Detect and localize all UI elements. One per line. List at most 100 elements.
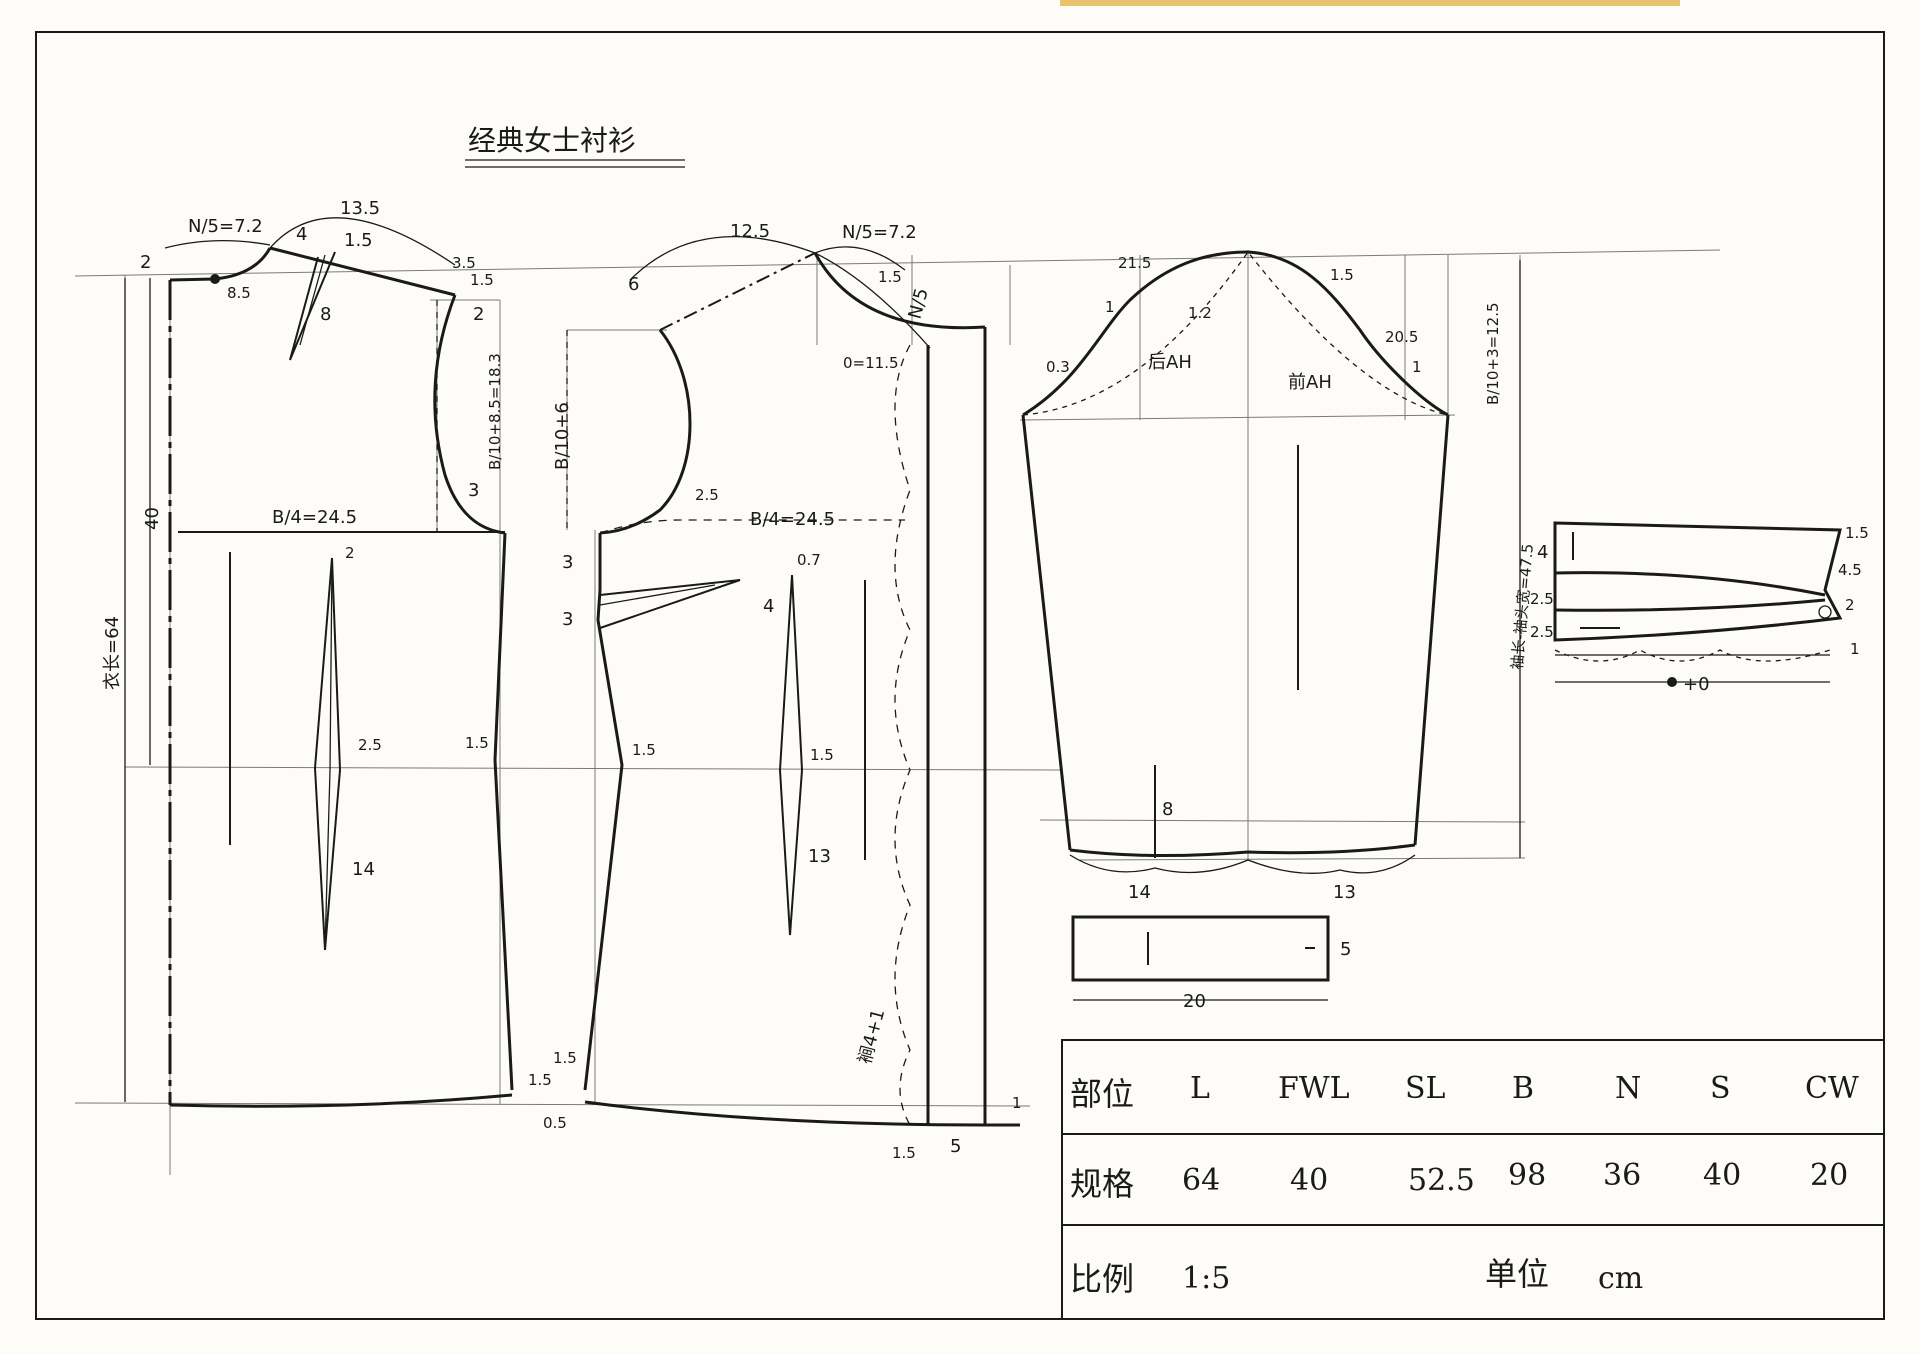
front-placket-label: 裥4+1	[855, 1007, 890, 1067]
sleeve-cap	[1022, 250, 1449, 417]
sleeve-back-seam	[1021, 414, 1072, 851]
tape-strip	[1060, 0, 1680, 6]
back-shoulder-drop-label: 3.5	[452, 254, 476, 272]
front-armhole-depth-label: B/10+6	[552, 402, 573, 470]
front-shoulder-length-label: 12.5	[730, 221, 770, 242]
sleeve-labels: 21.5 1 1.2 后AH 前AH 1.5 20.5 1 0.3 B/10+3…	[1046, 254, 1537, 903]
front-armhole-2-5-label: 2.5	[695, 486, 719, 504]
back-labels: N/5=7.2 2 8.5 13.5 4 1.5 8 3.5 1.5 2 B/1…	[102, 198, 567, 1132]
front-chest-line	[599, 519, 905, 534]
front-neck-curve-label: 0=11.5	[843, 354, 899, 372]
table-header-sl: SL	[1405, 1071, 1446, 1106]
front-shoulder-line	[659, 252, 816, 331]
table-value-n: 36	[1603, 1158, 1641, 1193]
table-row-label-scale: 比例	[1070, 1260, 1134, 1298]
sleeve-point-20-5-label: 20.5	[1385, 328, 1418, 346]
table-scale-value: 1:5	[1182, 1261, 1230, 1296]
cuff-width-top-label: 4	[1537, 542, 1548, 563]
back-neck-width-label: N/5=7.2	[188, 216, 263, 237]
back-neck-depth-label: 2	[140, 252, 151, 273]
front-hem-1-label: 1	[1012, 1094, 1022, 1112]
sleeve-front-ah-label: 前AH	[1288, 372, 1332, 393]
back-chest-width-label: B/4=24.5	[272, 507, 357, 528]
sleeve-slit-length-label: 8	[1162, 799, 1173, 820]
cuff-outline	[1553, 521, 1843, 642]
front-hem	[584, 1100, 1020, 1127]
back-side-waist-label: 1.5	[465, 734, 489, 752]
sleeve-hem-front-label: 13	[1333, 882, 1356, 903]
front-neck-width-label: N/5=7.2	[842, 222, 917, 243]
table-row-label-part: 部位	[1070, 1075, 1134, 1113]
table-header-n: N	[1615, 1071, 1641, 1106]
back-armhole-2-label: 2	[473, 304, 484, 325]
cuff-right-2-label: 2	[1845, 596, 1855, 614]
back-neckline	[169, 247, 272, 282]
back-armhole-depth-label: B/10+8.5=18.3	[486, 353, 504, 470]
spec-table: 部位 规格 比例 L FWL SL B N S CW 64 40 52.5 98…	[1061, 1039, 1885, 1320]
back-side-seam	[493, 532, 514, 1091]
drawing-frame	[35, 31, 1885, 1320]
front-dart-width-label: 1.5	[810, 746, 834, 764]
construction-guides	[74, 249, 1721, 1175]
sleeve-back-ah-length-label: 21.5	[1118, 254, 1151, 272]
back-hem	[169, 1093, 513, 1108]
sleeve-band-rect	[1071, 915, 1330, 982]
back-armhole	[433, 294, 506, 535]
cuff	[1553, 521, 1843, 687]
front-labels: 12.5 N/5=7.2 N/5 0=11.5 6 1.5 B/10+6 2.5…	[552, 221, 1022, 1162]
sleeve-band-length-label: 20	[1183, 991, 1206, 1012]
spec-table-frame	[1061, 1039, 1885, 1320]
table-value-l: 64	[1182, 1163, 1220, 1198]
table-value-cw: 20	[1810, 1158, 1848, 1193]
back-shoulder-length-label: 13.5	[340, 198, 380, 219]
cuff-right-1-label: 1	[1850, 640, 1860, 658]
front-button-curve	[894, 344, 911, 1126]
back-length-label: 衣长=64	[102, 616, 123, 690]
back-shoulder-dart-width-label: 4	[296, 224, 307, 245]
cuff-width-mid-label: 2.5	[1530, 590, 1554, 608]
back-hem-side-label: 1.5	[528, 1071, 552, 1089]
back-hem-rise-label: 0.5	[543, 1114, 567, 1132]
table-unit-value: cm	[1598, 1261, 1643, 1296]
back-shoulder-ext-label: 1.5	[470, 271, 494, 289]
front-side-dart-4-label: 4	[763, 596, 774, 617]
cuff-length-label: +0	[1683, 674, 1710, 695]
table-unit-label: 单位	[1485, 1255, 1549, 1293]
sleeve-point-1-5-label: 1.5	[1330, 266, 1354, 284]
sleeve-point-1-label: 1	[1105, 298, 1115, 316]
back-dart-length-label: 14	[352, 859, 375, 880]
table-row-label-spec: 规格	[1070, 1165, 1134, 1203]
sleeve-point-1-2-label: 1.2	[1188, 304, 1212, 322]
front-side-waist-label: 1.5	[632, 741, 656, 759]
back-neck-mark-label: 8.5	[227, 284, 251, 302]
front-side-dart-3a-label: 3	[562, 552, 573, 573]
cuff-width-bottom-label: 2.5	[1530, 623, 1554, 641]
table-value-sl: 52.5	[1408, 1163, 1475, 1198]
cuff-right-1-5-label: 1.5	[1845, 524, 1869, 542]
cuff-labels: 4 2.5 2.5 1.5 4.5 2 1 +0	[1530, 524, 1869, 695]
front-waist-dart	[778, 574, 804, 936]
front-shoulder-6-label: 6	[628, 274, 639, 295]
table-header-fwl: FWL	[1278, 1071, 1350, 1106]
back-shoulder-dart	[289, 251, 336, 361]
back-shoulder-line	[269, 246, 456, 297]
table-header-l: L	[1190, 1071, 1210, 1106]
back-waist-length-label: 40	[142, 507, 163, 530]
sleeve-hem	[1069, 843, 1416, 858]
svg-text:经典女士衬衫: 经典女士衬衫	[468, 124, 636, 157]
sleeve-point-1b-label: 1	[1412, 358, 1422, 376]
back-dart-top-label: 2	[345, 544, 355, 562]
front-neckline	[813, 252, 986, 330]
front-bodice	[566, 236, 1020, 1127]
front-side-seam	[583, 533, 624, 1091]
table-header-cw: CW	[1805, 1071, 1859, 1106]
sleeve-band: 20 5	[1071, 915, 1351, 1012]
front-hem-5-label: 5	[950, 1136, 961, 1157]
back-waist-dart	[313, 557, 342, 951]
back-dart-width-label: 2.5	[358, 736, 382, 754]
sleeve-band-width-label: 5	[1340, 939, 1351, 960]
front-hem-side-label: 1.5	[553, 1049, 577, 1067]
sleeve-back-ah-label: 后AH	[1148, 352, 1192, 373]
front-hem-1-5-label: 1.5	[892, 1144, 916, 1162]
